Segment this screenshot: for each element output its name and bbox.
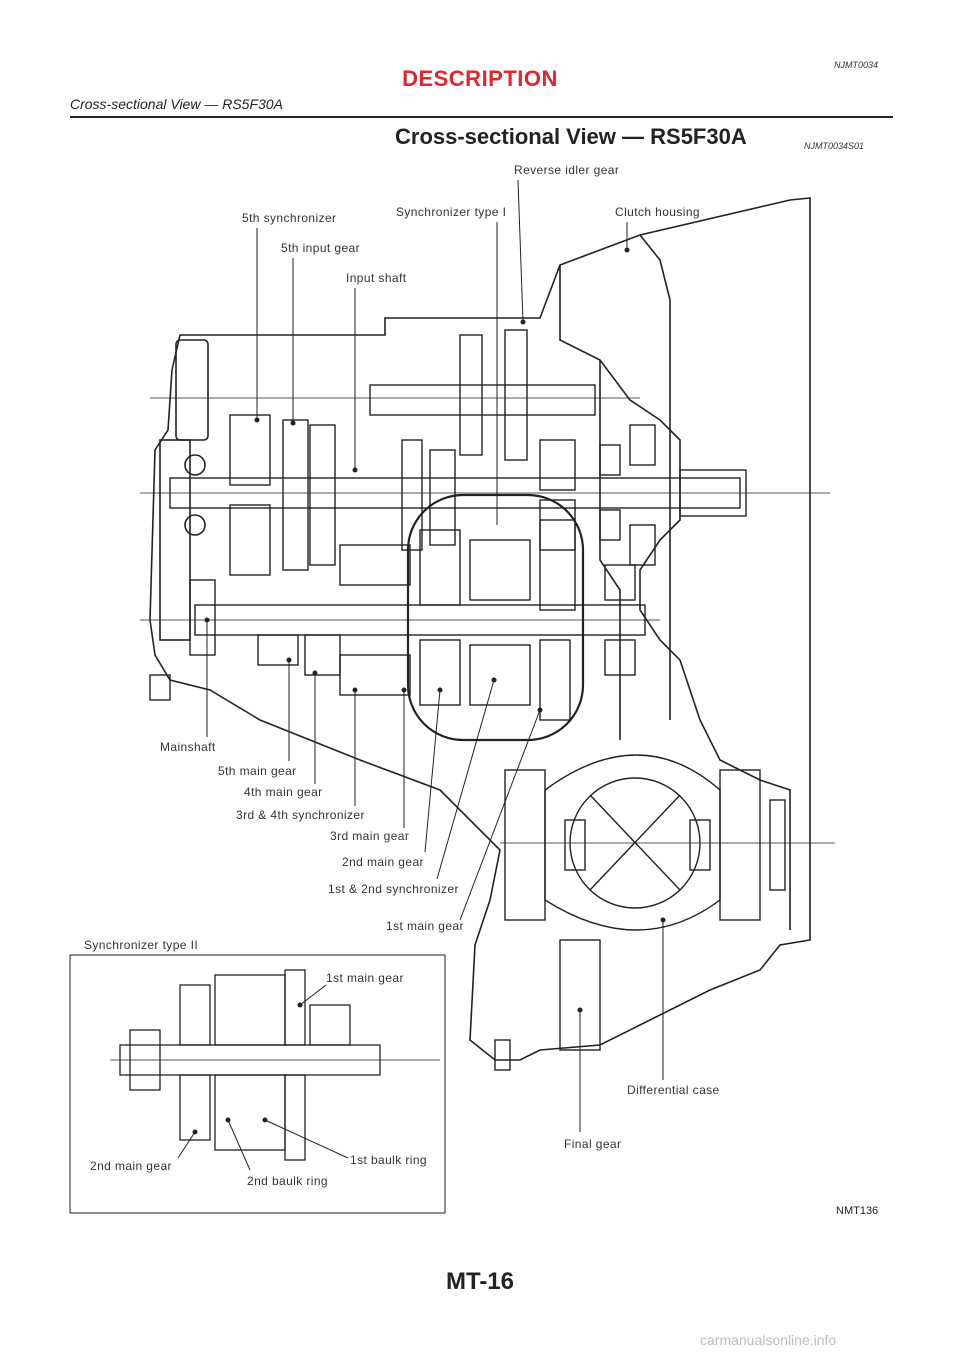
inset-label-second-baulk-ring: 2nd baulk ring	[247, 1174, 328, 1188]
heading-code: NJMT0034S01	[804, 141, 865, 151]
section-title: DESCRIPTION	[402, 66, 558, 91]
label-second-main-gear: 2nd main gear	[342, 855, 424, 869]
label-input-shaft: Input shaft	[346, 271, 407, 285]
page-heading: Cross-sectional View — RS5F30A	[395, 124, 747, 149]
label-reverse-idler-gear: Reverse idler gear	[514, 163, 619, 177]
label-fifth-main-gear: 5th main gear	[218, 764, 297, 778]
watermark: carmanualsonline.info	[700, 1332, 837, 1348]
label-third-main-gear: 3rd main gear	[330, 829, 409, 843]
section-subtitle: Cross-sectional View — RS5F30A	[70, 96, 283, 112]
label-fifth-synchronizer: 5th synchronizer	[242, 211, 336, 225]
label-synchronizer-type-1: Synchronizer type I	[396, 205, 506, 219]
clutch-housing-outline	[559, 265, 791, 930]
label-final-gear: Final gear	[564, 1137, 621, 1151]
figure-code: NMT136	[836, 1205, 879, 1217]
header-rule	[70, 116, 893, 118]
header-code: NJMT0034	[834, 60, 879, 70]
inset-title: Synchronizer type II	[84, 938, 198, 952]
label-fourth-main-gear: 4th main gear	[244, 785, 323, 799]
inset-label-first-main-gear: 1st main gear	[326, 971, 404, 985]
label-mainshaft: Mainshaft	[160, 740, 216, 754]
label-fifth-input-gear: 5th input gear	[281, 241, 360, 255]
fifth-input-gear	[309, 424, 336, 566]
transmission-case-outline	[149, 197, 811, 1061]
differential-case	[544, 754, 721, 931]
label-first-second-synchronizer: 1st & 2nd synchronizer	[328, 882, 459, 896]
inset-label-first-baulk-ring: 1st baulk ring	[350, 1153, 427, 1167]
label-clutch-housing: Clutch housing	[615, 205, 700, 219]
label-third-fourth-synchronizer: 3rd & 4th synchronizer	[236, 808, 365, 822]
label-first-main-gear: 1st main gear	[386, 919, 464, 933]
page-number: MT-16	[445, 1268, 514, 1295]
synchronizer-type-1-callout	[406, 493, 585, 742]
inset-label-second-main-gear: 2nd main gear	[90, 1159, 172, 1173]
label-differential-case: Differential case	[627, 1083, 720, 1097]
inset-frame	[69, 954, 446, 1214]
